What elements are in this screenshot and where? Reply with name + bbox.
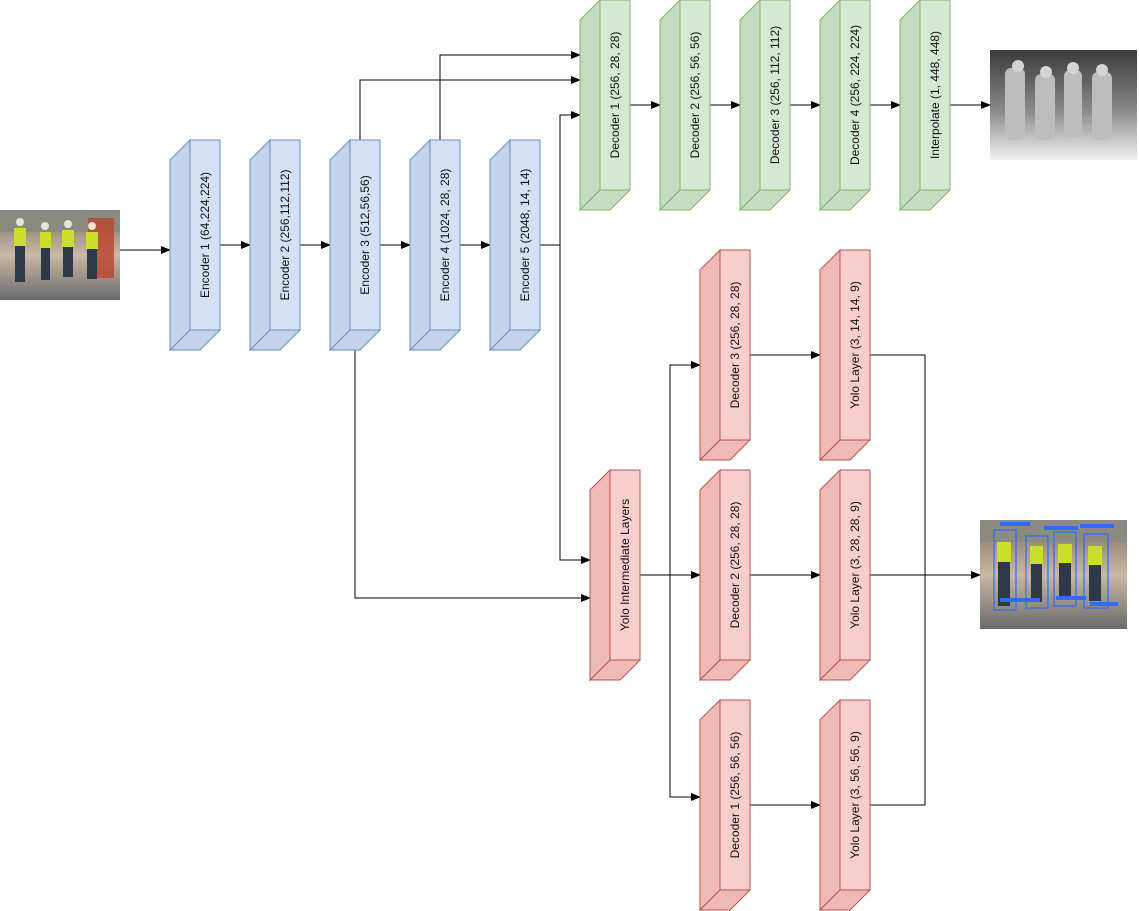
block-enc3: Encoder 3 (512,56,56) [328,138,382,352]
block-enc4: Encoder 4 (1024, 28, 28) [408,138,462,352]
block-label-enc4: Encoder 4 (1024, 28, 28) [438,169,452,302]
block-yint: Yolo Intermediate Layers [588,468,642,682]
block-label-yd3: Decoder 3 (256, 28, 28) [728,282,742,409]
edge-enc3-yint [354,350,591,602]
edge-enc5-yint [559,245,591,564]
block-enc1: Encoder 1 (64,224,224) [168,138,222,352]
block-label-yint: Yolo Intermediate Layers [618,499,632,631]
edge-yint-yd1 [669,575,701,801]
block-yd2: Decoder 2 (256, 28, 28) [698,468,752,682]
block-yl3: Yolo Layer (3, 56, 56, 9) [818,698,872,911]
edge-enc4-skip-dd1 [439,51,581,140]
block-label-yd2: Decoder 2 (256, 28, 28) [728,502,742,629]
block-label-enc1: Encoder 1 (64,224,224) [198,172,212,298]
block-label-dd2: Decoder 2 (256, 56, 56) [688,32,702,159]
blocks: Encoder 1 (64,224,224) Encoder 2 (256,112… [168,0,952,911]
block-yl1: Yolo Layer (3, 14, 14, 9) [818,248,872,462]
block-label-yd1: Decoder 1 (256, 56, 56) [728,732,742,859]
block-enc5: Encoder 5 (2048, 14, 14) [488,138,542,352]
block-yd3: Decoder 3 (256, 28, 28) [698,248,752,462]
edge-yl1-merge [870,354,926,575]
depth-output-image [990,50,1137,160]
detection-output-image [980,520,1127,629]
block-dd4: Decoder 4 (256, 224, 224) [818,0,872,212]
block-label-interp: Interpolate (1, 448, 448) [928,31,942,159]
connectors [120,51,991,809]
edge-enc3-skip-dd1 [359,76,581,140]
block-label-yl1: Yolo Layer (3, 14, 14, 9) [848,281,862,409]
block-label-dd1: Decoder 1 (256, 28, 28) [608,32,622,159]
block-dd3: Decoder 3 (256, 112, 112) [738,0,792,212]
block-dd1: Decoder 1 (256, 28, 28) [578,0,632,212]
block-yl2: Yolo Layer (3, 28, 28, 9) [818,468,872,682]
block-label-enc5: Encoder 5 (2048, 14, 14) [518,169,532,302]
block-label-dd4: Decoder 4 (256, 224, 224) [848,25,862,165]
block-label-dd3: Decoder 3 (256, 112, 112) [768,26,782,164]
block-label-yl3: Yolo Layer (3, 56, 56, 9) [848,731,862,859]
edge-yl3-merge [870,575,926,806]
block-label-enc3: Encoder 3 (512,56,56) [358,175,372,294]
edge-enc5-dd1 [540,111,581,246]
block-yd1: Decoder 1 (256, 56, 56) [698,698,752,911]
block-dd2: Decoder 2 (256, 56, 56) [658,0,712,212]
block-label-enc2: Encoder 2 (256,112,112) [278,170,292,301]
input-image [0,210,120,300]
block-label-yl2: Yolo Layer (3, 28, 28, 9) [848,501,862,629]
edge-yint-yd3 [669,361,701,575]
block-enc2: Encoder 2 (256,112,112) [248,138,302,352]
block-interp: Interpolate (1, 448, 448) [898,0,952,212]
